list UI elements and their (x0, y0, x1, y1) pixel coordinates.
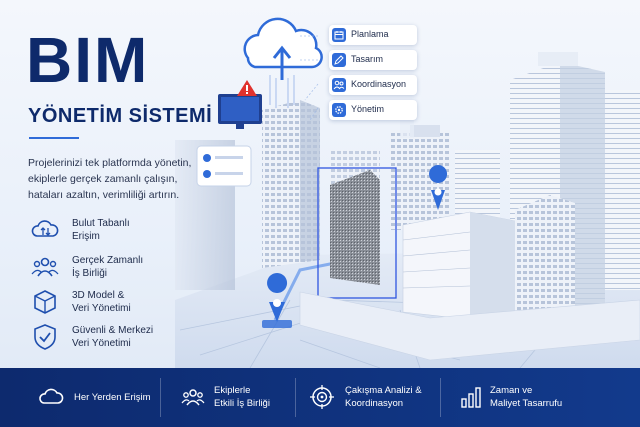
gear-icon (332, 103, 346, 117)
team-icon (30, 252, 60, 282)
module-design[interactable]: Tasarım (329, 50, 417, 70)
feature-secure-data: Güvenli & Merkezi Veri Yönetimi (30, 322, 210, 356)
benefit-label: Ekiplerle Etkili İş Birliği (214, 384, 270, 410)
bar-divider (295, 378, 296, 417)
city-illustration (175, 17, 640, 368)
bar-divider (440, 378, 441, 417)
shield-check-icon (30, 322, 60, 352)
feature-line: Veri Yönetimi (72, 303, 131, 314)
cloud-upload-icon (243, 17, 323, 108)
feature-label: Güvenli & Merkezi Veri Yönetimi (72, 324, 153, 350)
feature-line: Gerçek Zamanlı (72, 255, 144, 266)
benefits-bar: Her Yerden Erişim Ekiplerle Etkili İş Bi… (0, 368, 640, 427)
feature-line: Erişim (72, 231, 100, 242)
benefit-teamwork: Ekiplerle Etkili İş Birliği (160, 368, 295, 427)
module-label: Yönetim (351, 104, 385, 114)
3d-cube-icon (30, 287, 60, 317)
benefit-line: Zaman ve (490, 385, 533, 396)
target-icon (309, 384, 335, 410)
benefit-label: Çakışma Analizi & Koordinasyon (345, 384, 422, 410)
title-divider (29, 137, 79, 139)
feature-line: İş Birliği (72, 268, 108, 279)
module-management[interactable]: Yönetim (329, 100, 417, 120)
profile-card-icon (196, 145, 252, 187)
page-subtitle: YÖNETİM SİSTEMİ (28, 105, 213, 127)
module-planning[interactable]: Planlama (329, 25, 417, 45)
calendar-icon (332, 28, 346, 42)
alert-monitor-icon (218, 80, 262, 129)
bar-chart-icon (458, 384, 484, 410)
intro-line: hataları azaltın, verimliliği artırın. (28, 189, 180, 201)
intro-text: Projelerinizi tek platformda yönetin, ek… (28, 155, 238, 203)
feature-line: Güvenli & Merkezi (72, 325, 154, 336)
location-pin-icon (262, 273, 292, 328)
feature-realtime-collab: Gerçek Zamanlı İş Birliği (30, 252, 210, 286)
selection-box (317, 167, 397, 299)
bar-divider (160, 378, 161, 417)
benefit-line: Etkili İş Birliği (214, 398, 270, 409)
team-icon (180, 384, 206, 410)
feature-3d-model: 3D Model & Veri Yönetimi (30, 287, 210, 321)
benefit-clash-analysis: Çakışma Analizi & Koordinasyon (295, 368, 440, 427)
benefit-label: Zaman ve Maliyet Tasarrufu (490, 384, 562, 410)
benefit-line: Çakışma Analizi & (345, 385, 422, 396)
feature-label: Bulut Tabanlı Erişim (72, 217, 130, 243)
module-coordination[interactable]: Koordinasyon (329, 75, 417, 95)
feature-label: 3D Model & Veri Yönetimi (72, 289, 131, 315)
intro-line: Projelerinizi tek platformda yönetin, (28, 157, 192, 169)
benefit-line: Her Yerden Erişim (74, 392, 151, 403)
benefit-label: Her Yerden Erişim (74, 391, 151, 404)
cloud-icon (38, 384, 64, 410)
feature-line: Bulut Tabanlı (72, 218, 130, 229)
cloud-sync-icon (30, 215, 60, 245)
module-label: Koordinasyon (351, 79, 407, 89)
location-pin-icon (429, 165, 448, 210)
feature-line: 3D Model & (72, 290, 125, 301)
page-title: BIM (26, 24, 150, 96)
benefit-line: Maliyet Tasarrufu (490, 398, 563, 409)
feature-cloud-access: Bulut Tabanlı Erişim (30, 215, 210, 249)
benefit-savings: Zaman ve Maliyet Tasarrufu (440, 368, 640, 427)
users-icon (332, 78, 346, 92)
benefit-line: Ekiplerle (214, 385, 251, 396)
benefit-access: Her Yerden Erişim (0, 368, 160, 427)
module-label: Planlama (351, 29, 389, 39)
feature-line: Veri Yönetimi (72, 338, 131, 349)
module-label: Tasarım (351, 54, 384, 64)
feature-label: Gerçek Zamanlı İş Birliği (72, 254, 143, 280)
intro-line: ekiplerle gerçek zamanlı çalışın, (28, 173, 178, 185)
pencil-icon (332, 53, 346, 67)
benefit-line: Koordinasyon (345, 398, 404, 409)
